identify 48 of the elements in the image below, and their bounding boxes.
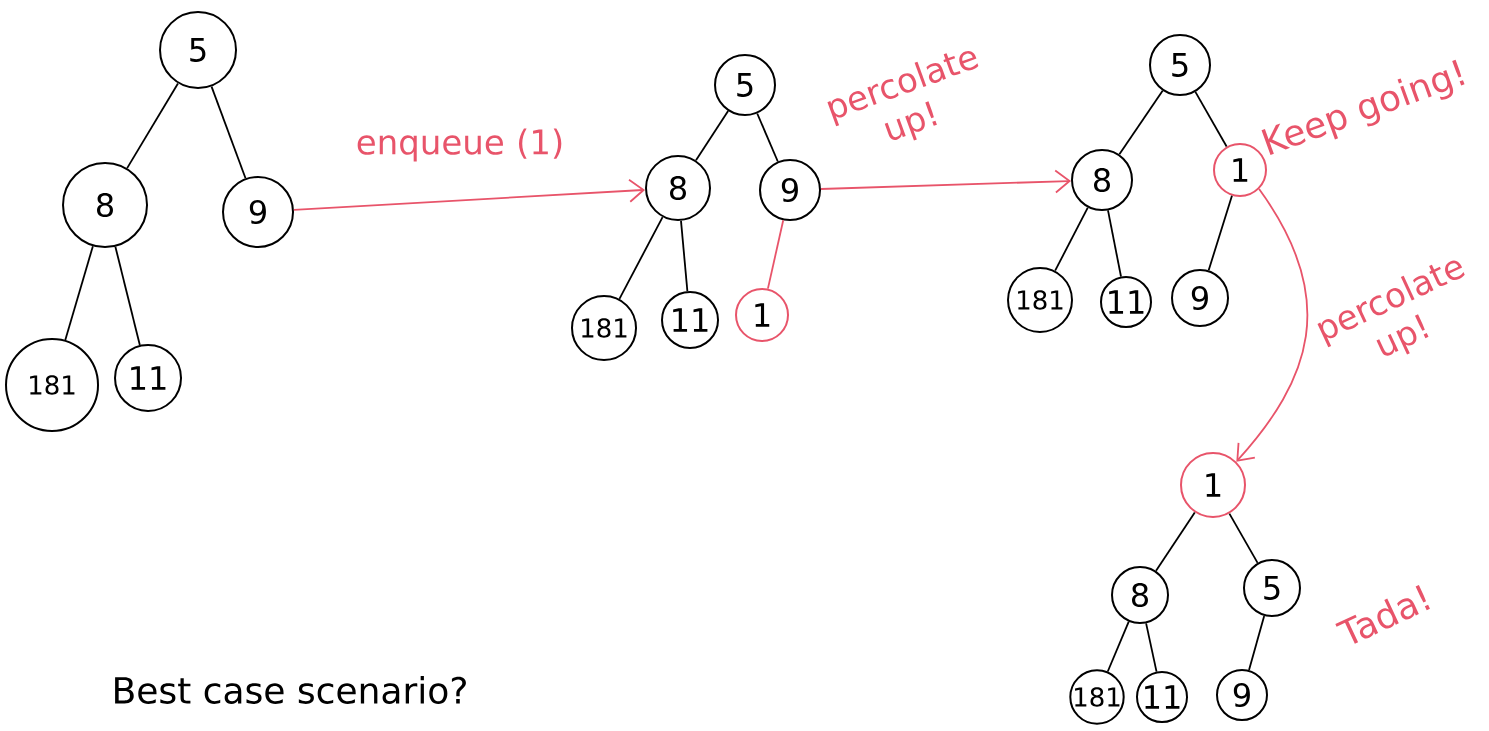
tree-edge	[1155, 511, 1196, 572]
tree-node: 8	[645, 155, 711, 221]
handwritten-note: Best case scenario?	[115, 676, 466, 704]
arrow	[293, 178, 646, 211]
tree-node: 181	[571, 295, 637, 361]
tree-node: 11	[114, 344, 182, 412]
tree-node: 5	[714, 54, 776, 116]
tree-node: 8	[1071, 149, 1133, 211]
tree-node: 181	[1007, 267, 1073, 333]
tree-node: 1	[1180, 452, 1246, 518]
tree-node: 5	[1149, 34, 1211, 96]
tree-edge	[64, 245, 94, 341]
tree-edge	[1106, 620, 1130, 673]
tree-node: 1	[1213, 143, 1267, 197]
arrow	[1236, 188, 1309, 462]
tree-edge	[756, 112, 779, 163]
tree-edge	[114, 245, 141, 346]
tree-node: 181	[5, 338, 99, 432]
tree-node: 11	[1136, 671, 1188, 723]
arrow	[820, 169, 1072, 194]
tree-node: 11	[1100, 276, 1152, 328]
tree-edge	[210, 85, 247, 180]
handwritten-note: Tada!	[1335, 585, 1430, 644]
tree-node: 5	[1243, 559, 1301, 617]
tree-edge	[618, 216, 664, 300]
tree-node: 1	[735, 288, 789, 342]
tree-edge	[1054, 206, 1089, 272]
tree-edge	[1145, 622, 1158, 673]
tree-edge	[1248, 615, 1266, 671]
tree-node: 9	[1216, 669, 1268, 721]
tree-edge	[767, 219, 785, 290]
tree-edge	[1194, 91, 1228, 148]
tree-node: 8	[1111, 566, 1169, 624]
tree-edge	[126, 82, 179, 170]
tree-node: 9	[1171, 269, 1229, 327]
tree-edge	[695, 110, 729, 162]
tree-node: 8	[62, 162, 148, 248]
tree-edge	[1207, 194, 1233, 272]
tree-edge	[1228, 512, 1259, 564]
tree-node: 181	[1069, 669, 1125, 725]
tree-node: 5	[159, 11, 237, 89]
tree-node: 9	[222, 176, 294, 248]
tree-node: 9	[759, 159, 821, 221]
tree-edge	[1107, 209, 1122, 278]
tree-edge	[680, 219, 689, 292]
edge-label: enqueue (1)	[357, 128, 562, 162]
tree-edge	[1118, 89, 1164, 156]
tree-node: 11	[661, 291, 719, 349]
